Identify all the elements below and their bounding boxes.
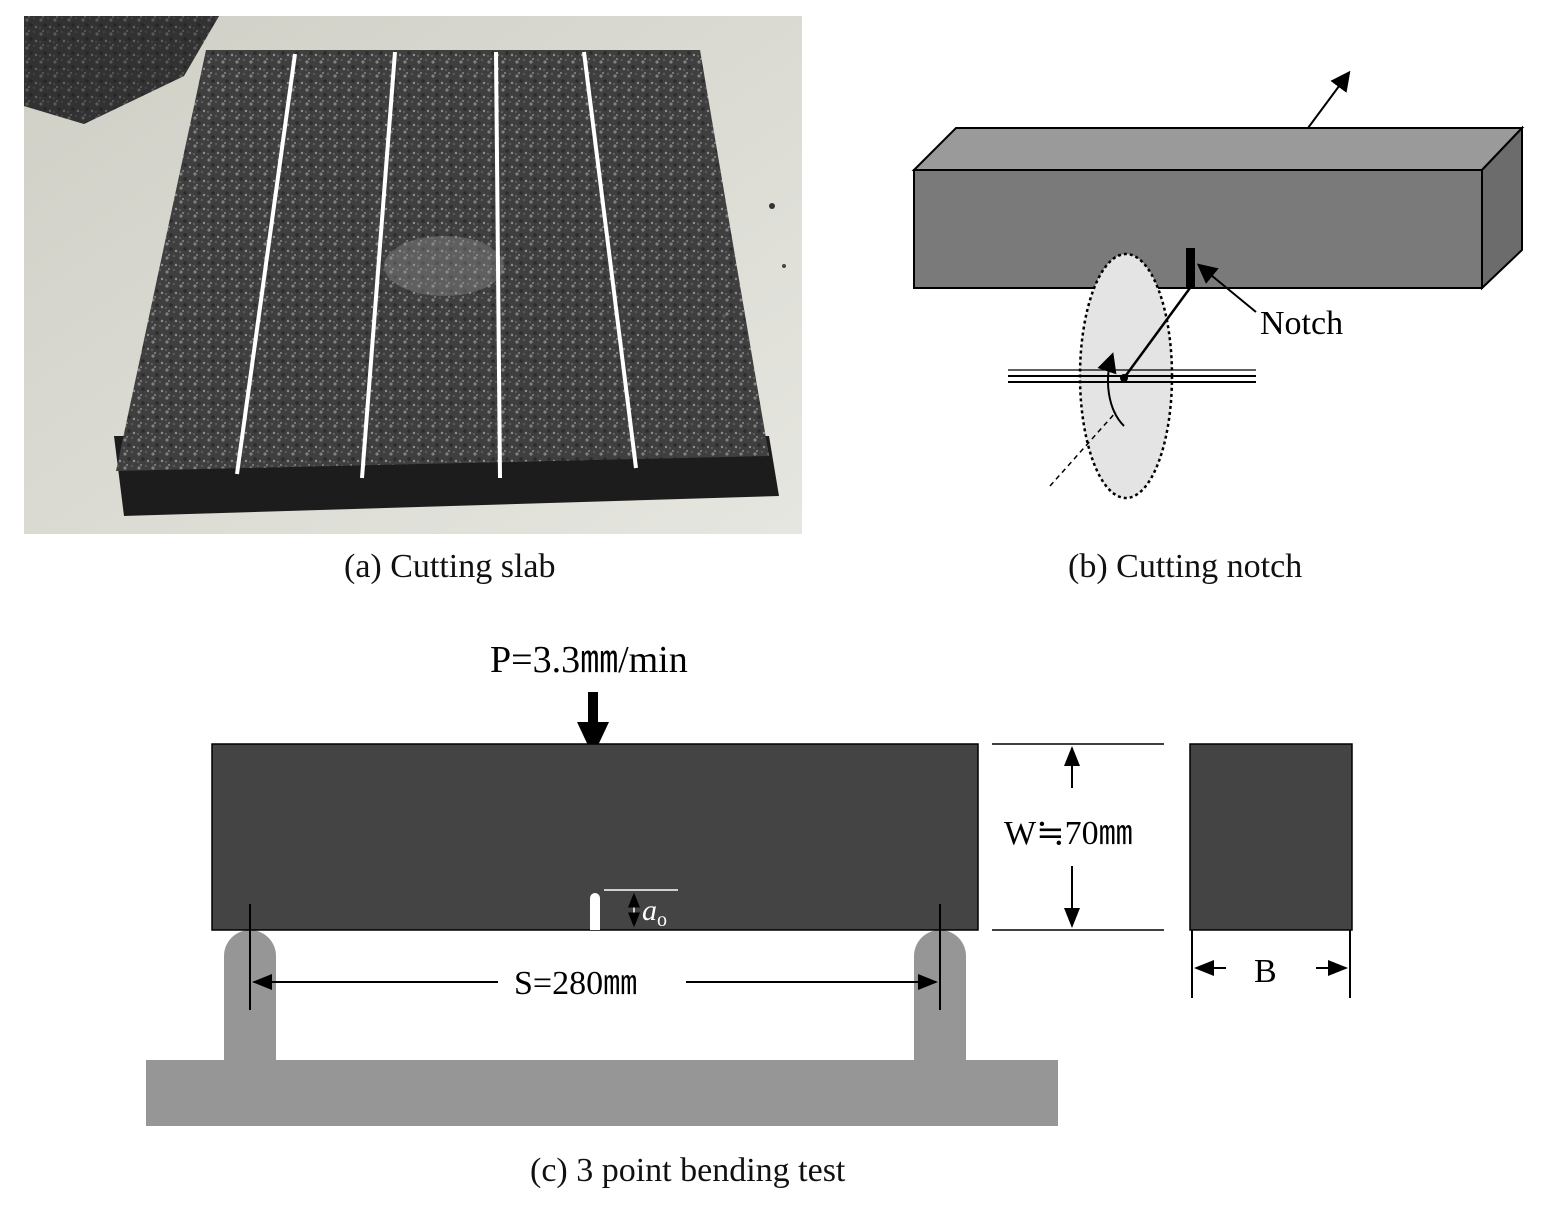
test-base bbox=[146, 1060, 1058, 1126]
notch-label: Notch bbox=[1260, 305, 1343, 342]
cross-section bbox=[1189, 743, 1353, 931]
load-arrow-icon bbox=[577, 692, 609, 756]
notch-depth-subscript: o bbox=[657, 909, 667, 931]
panel-b-cutting-notch: Notch bbox=[900, 60, 1540, 510]
panel-c-three-point-bending: P=3.3㎜/min ao S=280㎜ W≒70㎜ bbox=[130, 630, 1390, 1130]
caption-b: (b) Cutting notch bbox=[1068, 548, 1303, 585]
blade-dashed-radius bbox=[1049, 411, 1117, 487]
cut-line-2 bbox=[360, 51, 397, 479]
caption-a: (a) Cutting slab bbox=[344, 548, 556, 585]
span-label: S=280㎜ bbox=[514, 965, 637, 1002]
cut-line-4 bbox=[582, 51, 638, 469]
specimen-notch bbox=[590, 893, 600, 930]
bending-test-diagram: P=3.3㎜/min ao S=280㎜ W≒70㎜ bbox=[146, 639, 1353, 1126]
width-label: B bbox=[1254, 953, 1277, 990]
notch-pointer-arrow bbox=[1196, 263, 1257, 313]
height-label: W≒70㎜ bbox=[1004, 815, 1133, 852]
rotation-arrow-icon bbox=[1097, 352, 1125, 427]
notch-mark bbox=[1186, 248, 1195, 288]
top-direction-arrow bbox=[1307, 70, 1351, 129]
load-label: P=3.3㎜/min bbox=[490, 639, 688, 681]
beam-top-face bbox=[911, 127, 1525, 171]
blade-radius-line bbox=[1122, 287, 1192, 379]
caption-c: (c) 3 point bending test bbox=[530, 1152, 846, 1189]
beam-front-face bbox=[913, 169, 1483, 289]
notch-diagram: Notch bbox=[911, 70, 1525, 500]
notch-depth-label: ao bbox=[642, 894, 667, 931]
cut-line-3 bbox=[494, 51, 502, 479]
panel-a-cutting-slab bbox=[24, 16, 802, 534]
slab-photo bbox=[24, 16, 802, 534]
cut-line-1 bbox=[235, 53, 297, 475]
